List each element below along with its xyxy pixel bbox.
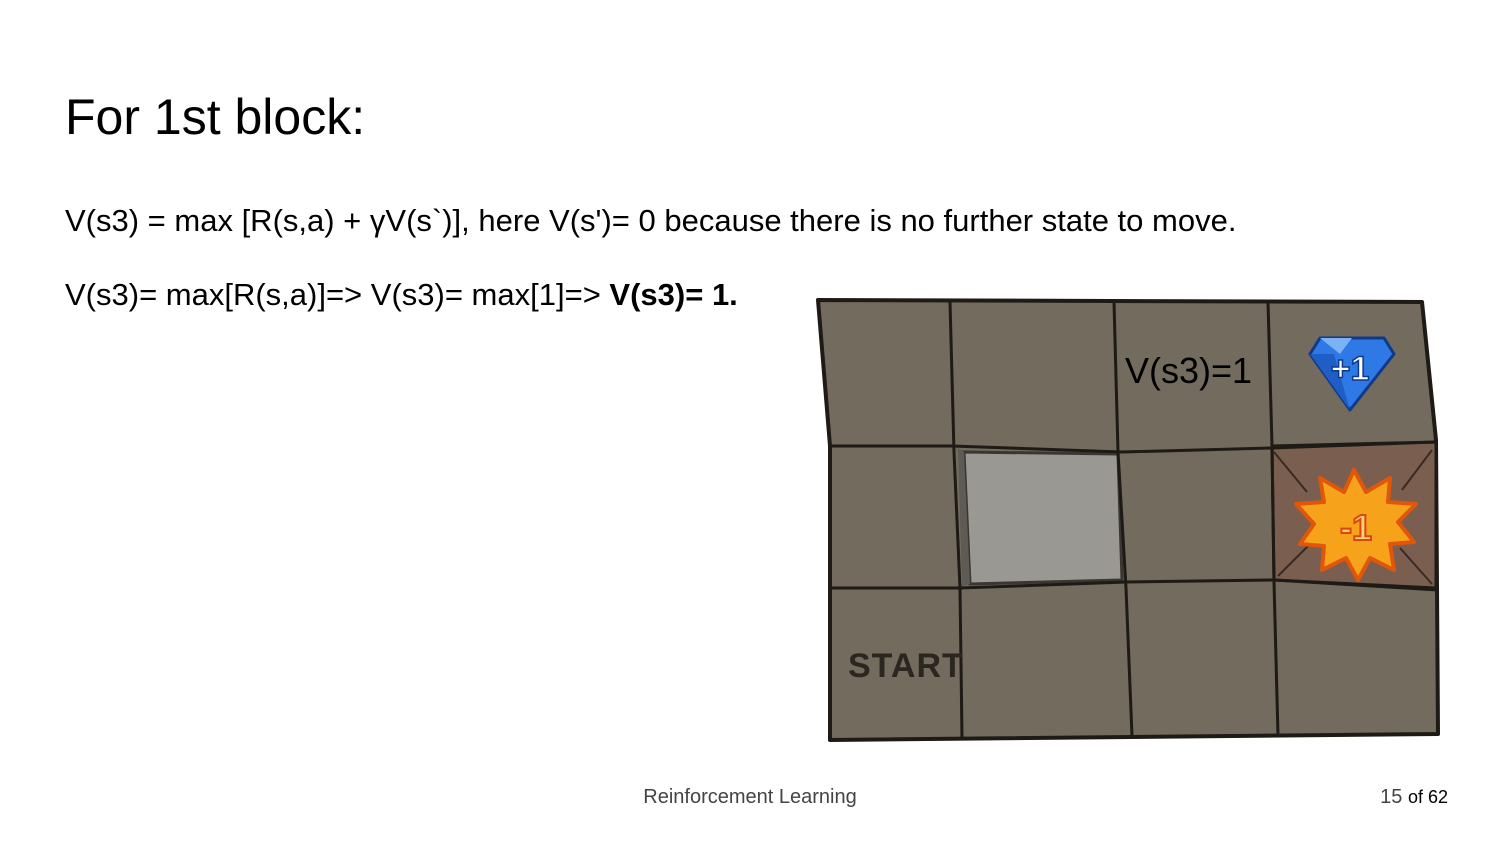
- page-total: of 62: [1407, 787, 1448, 807]
- page-number: 15 of 62: [1380, 786, 1448, 809]
- wall-block: [962, 450, 1124, 586]
- footer-course-name: Reinforcement Learning: [643, 786, 857, 808]
- gem-icon: [1308, 336, 1396, 412]
- fire-crack-lines: [1273, 449, 1433, 585]
- value-computation-line: V(s3)= max[R(s,a)]=> V(s3)= max[1]=> V(s…: [65, 277, 738, 313]
- fire-burst-icon: [1294, 468, 1418, 582]
- gridworld-board: [816, 298, 1440, 742]
- state-value-label: V(s3)=1: [1125, 350, 1253, 391]
- slide-title: For 1st block:: [65, 89, 366, 145]
- gem-reward-label: +1: [1331, 350, 1370, 388]
- value-result: V(s3)= 1.: [609, 277, 738, 312]
- grid-lines: [830, 301, 1439, 739]
- start-label: START: [848, 647, 964, 685]
- wall-shadow: [958, 448, 970, 586]
- gridworld-figure: +1 -1 START: [816, 298, 1440, 742]
- fire-penalty-label: -1: [1340, 507, 1372, 548]
- page-current: 15: [1380, 786, 1403, 808]
- bellman-equation-line: V(s3) = max [R(s,a) + γV(s`)], here V(s'…: [65, 203, 1237, 238]
- value-computation-text: V(s3)= max[R(s,a)]=> V(s3)= max[1]=>: [65, 277, 610, 312]
